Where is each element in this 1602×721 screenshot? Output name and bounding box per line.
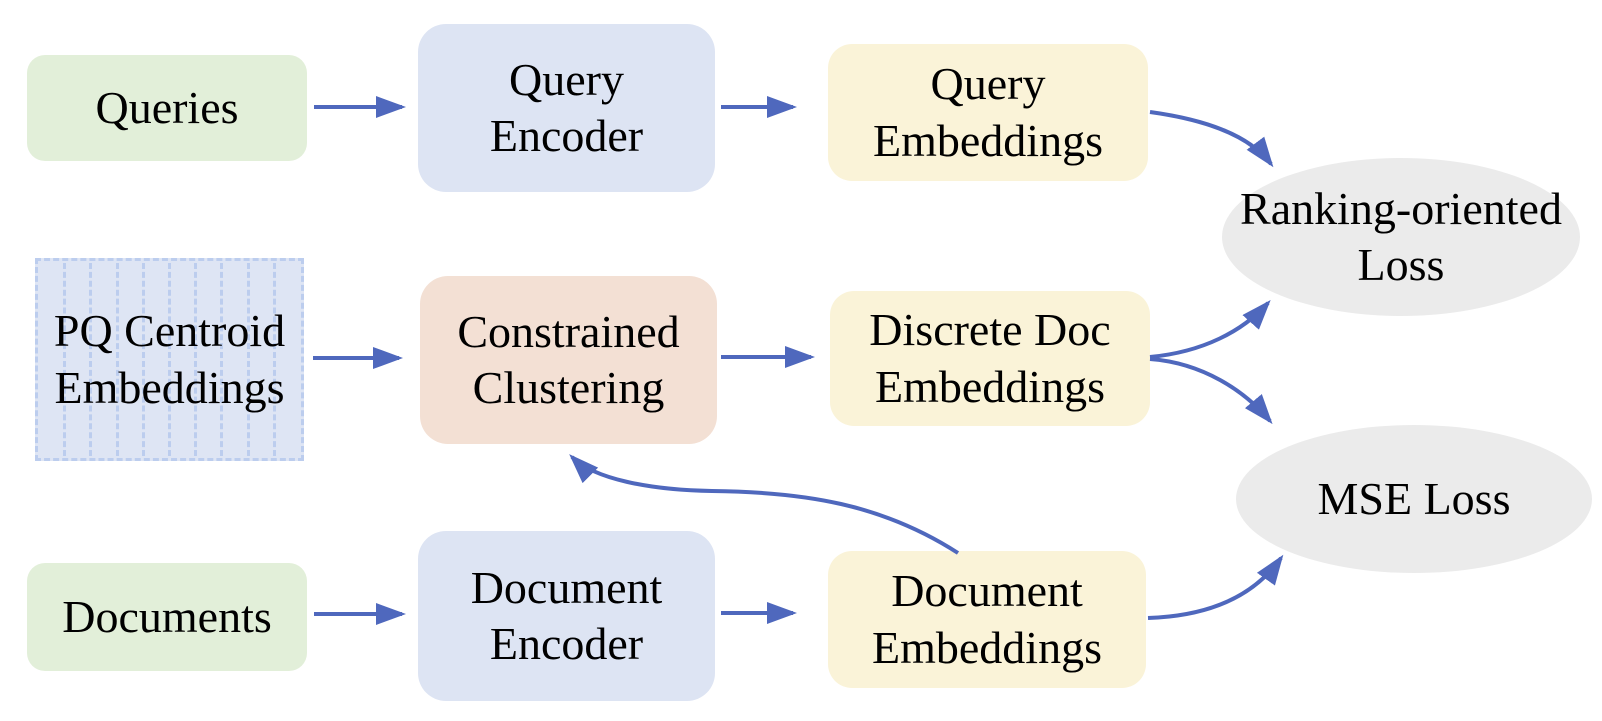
node-mse-loss-label: MSE Loss [1317,472,1511,524]
node-query-encoder-label-line1: Query [509,53,624,105]
node-query-embeddings-label-line2: Embeddings [873,114,1103,166]
node-constrained-clustering: Constrained Clustering [420,276,717,444]
node-ranking-loss-label-line2: Loss [1357,239,1445,290]
edge-discrete-doc-ranking-loss [1149,300,1271,359]
node-constrained-clustering-label-line1: Constrained [457,305,680,357]
node-document-embeddings: Document Embeddings [828,551,1146,688]
node-constrained-clustering-label-line2: Clustering [472,362,665,413]
node-mse-loss: MSE Loss [1236,425,1592,573]
node-pq-centroid-embeddings: PQ Centroid Embeddings [35,258,304,461]
node-discrete-doc-label-line2: Embeddings [875,360,1105,412]
node-pq-label-line1: PQ Centroid [53,305,286,357]
node-documents: Documents [27,563,307,671]
node-discrete-doc-label-line1: Discrete Doc [869,304,1111,356]
node-query-encoder-label-line2: Encoder [489,110,644,161]
edge-query-embeddings-ranking-loss [1149,110,1274,168]
node-pq-label-line2: Embeddings [54,361,285,413]
node-ranking-loss-label-line1: Ranking-oriented [1240,182,1562,234]
node-document-encoder: Document Encoder [418,531,715,701]
node-discrete-doc-embeddings: Discrete Doc Embeddings [830,291,1150,426]
node-query-embeddings: Query Embeddings [828,44,1148,181]
node-document-embeddings-label-line2: Embeddings [872,621,1102,673]
node-queries: Queries [27,55,307,161]
node-documents-label: Documents [62,590,272,642]
node-document-embeddings-label-line1: Document [891,565,1083,617]
edge-discrete-doc-mse-loss [1149,357,1273,425]
node-document-encoder-label-line1: Document [470,561,663,613]
node-query-embeddings-label-line1: Query [930,58,1046,110]
node-ranking-oriented-loss: Ranking-oriented Loss [1222,158,1580,316]
pq-centroid-strips [40,263,299,456]
node-query-encoder: Query Encoder [418,24,715,192]
edge-document-embeddings-mse-loss [1147,554,1284,620]
node-document-encoder-label-line2: Encoder [489,618,644,669]
node-queries-label: Queries [95,81,239,133]
